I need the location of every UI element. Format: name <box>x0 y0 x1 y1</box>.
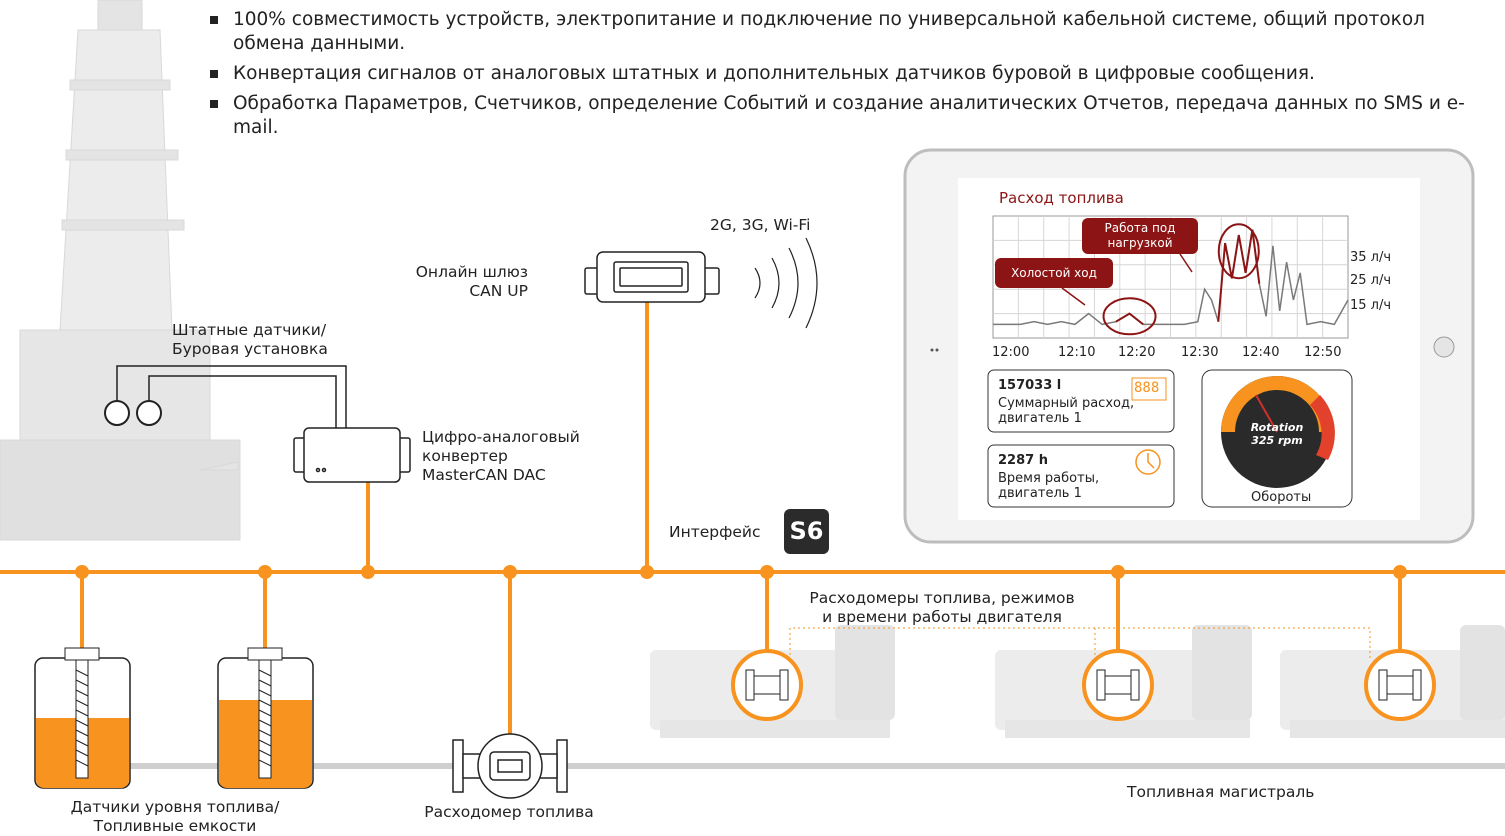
engine-hours-label: двигатель 1 <box>998 486 1082 501</box>
gateway-label: Онлайн шлюз CAN UP <box>390 263 528 301</box>
wireless-icon <box>754 237 818 329</box>
rig-sensors-label-line: Буровая установка <box>172 340 328 358</box>
gauge-readout: Rotation 325 rpm <box>1227 421 1327 447</box>
bus-nodes <box>75 565 1407 579</box>
fuel-series-line <box>993 229 1349 326</box>
load-callout-line: Работа под <box>1104 221 1176 235</box>
x-tick-label: 12:00 <box>992 345 1030 360</box>
idle-callout: Холостой ход <box>995 258 1113 288</box>
fuel-tank-icon <box>34 647 131 789</box>
x-tick-label: 12:30 <box>1181 345 1219 360</box>
engine-hours-card <box>987 444 1175 508</box>
fuel-tank-icon <box>217 647 314 789</box>
level-sensors-label-line: Датчики уровня топлива/ <box>70 798 280 816</box>
flowmeter-icon <box>452 733 568 799</box>
s6-logo-text: S6 <box>789 517 824 545</box>
gauge-value: 325 rpm <box>1251 434 1303 447</box>
feature-item: 100% совместимость устройств, электропит… <box>205 8 1495 56</box>
y-tick-label: 25 л/ч <box>1350 273 1392 288</box>
x-tick-label: 12:50 <box>1304 345 1342 360</box>
total-consumption-label: двигатель 1 <box>998 411 1082 426</box>
converter-device-icon <box>293 427 411 483</box>
converter-label-line: MasterCAN DAC <box>422 466 546 484</box>
engine-flowmeter-icon <box>731 649 803 721</box>
x-tick-label: 12:40 <box>1242 345 1280 360</box>
rig-sensors-icon <box>104 400 162 426</box>
load-callout-line: нагрузкой <box>1107 236 1173 250</box>
engine-flowmeter-icon <box>1364 649 1436 721</box>
idle-highlight <box>1102 297 1157 336</box>
level-sensors-label: Датчики уровня топлива/ Топливные емкост… <box>71 798 280 836</box>
callout-pointer <box>1061 287 1086 306</box>
total-consumption-value: 157033 l <box>998 378 1062 393</box>
gateway-device-icon <box>584 251 720 303</box>
wireless-label: 2G, 3G, Wi-Fi <box>710 216 811 234</box>
gauge-title: Rotation <box>1250 421 1304 434</box>
drilling-rig-icon <box>0 0 241 541</box>
total-consumption-label: Суммарный расход, <box>998 396 1135 411</box>
feature-list: 100% совместимость устройств, электропит… <box>205 8 1495 146</box>
converter-label-line: Цифро-аналоговый <box>422 428 580 446</box>
feature-item: Обработка Параметров, Счетчиков, определ… <box>205 92 1495 140</box>
chart-title: Расход топлива <box>999 189 1124 207</box>
highlight-series <box>1217 229 1261 322</box>
converter-label-line: конвертер <box>422 447 508 465</box>
engine-flowmeter-icon <box>1082 649 1154 721</box>
can-bus <box>0 300 1505 740</box>
total-consumption-card <box>987 369 1175 433</box>
rig-sensors-label-line: Штатные датчики/ <box>172 321 327 339</box>
engine-flowmeters-label-line: Расходомеры топлива, режимов <box>809 589 1075 607</box>
flowmeter-label: Расходомер топлива <box>424 803 594 821</box>
x-tick-label: 12:20 <box>1118 345 1156 360</box>
engine-hours-value: 2287 h <box>998 453 1048 468</box>
highlight-series <box>1115 312 1144 326</box>
engine-flowmeters-label: Расходомеры топлива, режимов и времени р… <box>809 589 1074 627</box>
load-callout: Работа под нагрузкой <box>1082 218 1198 254</box>
converter-label: Цифро-аналоговый конвертер MasterCAN DAC <box>422 428 580 485</box>
s6-logo <box>784 509 829 554</box>
feature-item: Конвертация сигналов от аналоговых штатн… <box>205 62 1495 86</box>
gateway-label-line: CAN UP <box>469 282 528 300</box>
y-tick-label: 35 л/ч <box>1350 250 1392 265</box>
y-tick-label: 15 л/ч <box>1350 298 1392 313</box>
x-tick-label: 12:10 <box>1058 345 1096 360</box>
gauge-label: Обороты <box>1251 490 1312 505</box>
rig-sensors-label: Штатные датчики/ Буровая установка <box>172 321 328 359</box>
level-sensors-label-line: Топливные емкости <box>93 817 257 835</box>
gateway-label-line: Онлайн шлюз <box>415 263 528 281</box>
digital-display-icon: 888 <box>1134 380 1160 396</box>
callout-pointer <box>1179 253 1193 273</box>
load-highlight <box>1217 223 1260 280</box>
engine-hours-label: Время работы, <box>998 471 1100 486</box>
engine-flowmeters-label-line: и времени работы двигателя <box>822 608 1062 626</box>
interface-label: Интерфейс <box>669 523 761 541</box>
fuel-line-label: Топливная магистраль <box>1127 783 1315 801</box>
rpm-gauge-card <box>1201 369 1353 508</box>
